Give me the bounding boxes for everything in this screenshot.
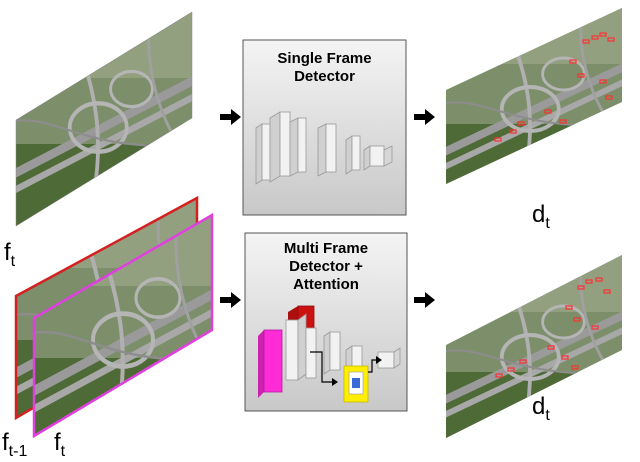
input-frame-current-top [15,11,193,227]
output-frame-single [440,4,630,204]
arrow-inputs-to-multi [220,292,241,308]
multi-detector-title-3: Attention [293,276,359,293]
multi-frame-detector-box: Multi Frame Detector + Attention [244,232,408,412]
arrow-input-to-single [220,109,241,125]
input-top-label: ft [4,239,16,270]
output-bottom-label: dt [532,393,550,424]
arrow-multi-to-output [414,292,435,308]
detection-boxes-multi [495,277,611,378]
cnn-layers-icon [255,111,393,185]
cnn-attention-icon [258,305,401,403]
multi-detector-title-1: Multi Frame [284,240,368,257]
detection-boxes [494,32,615,146]
output-frame-multi [440,252,630,452]
multi-detector-title-2: Detector + [289,258,363,275]
single-frame-detector-box: Single Frame Detector [242,39,407,216]
output-top-label: dt [532,201,550,232]
single-detector-title-1: Single Frame [277,50,371,67]
input-previous-label: ft-1 [2,429,27,460]
input-current-label: ft [54,429,66,460]
input-frame-current [32,212,214,439]
single-detector-title-2: Detector [294,68,355,85]
arrow-single-to-output [414,109,435,125]
